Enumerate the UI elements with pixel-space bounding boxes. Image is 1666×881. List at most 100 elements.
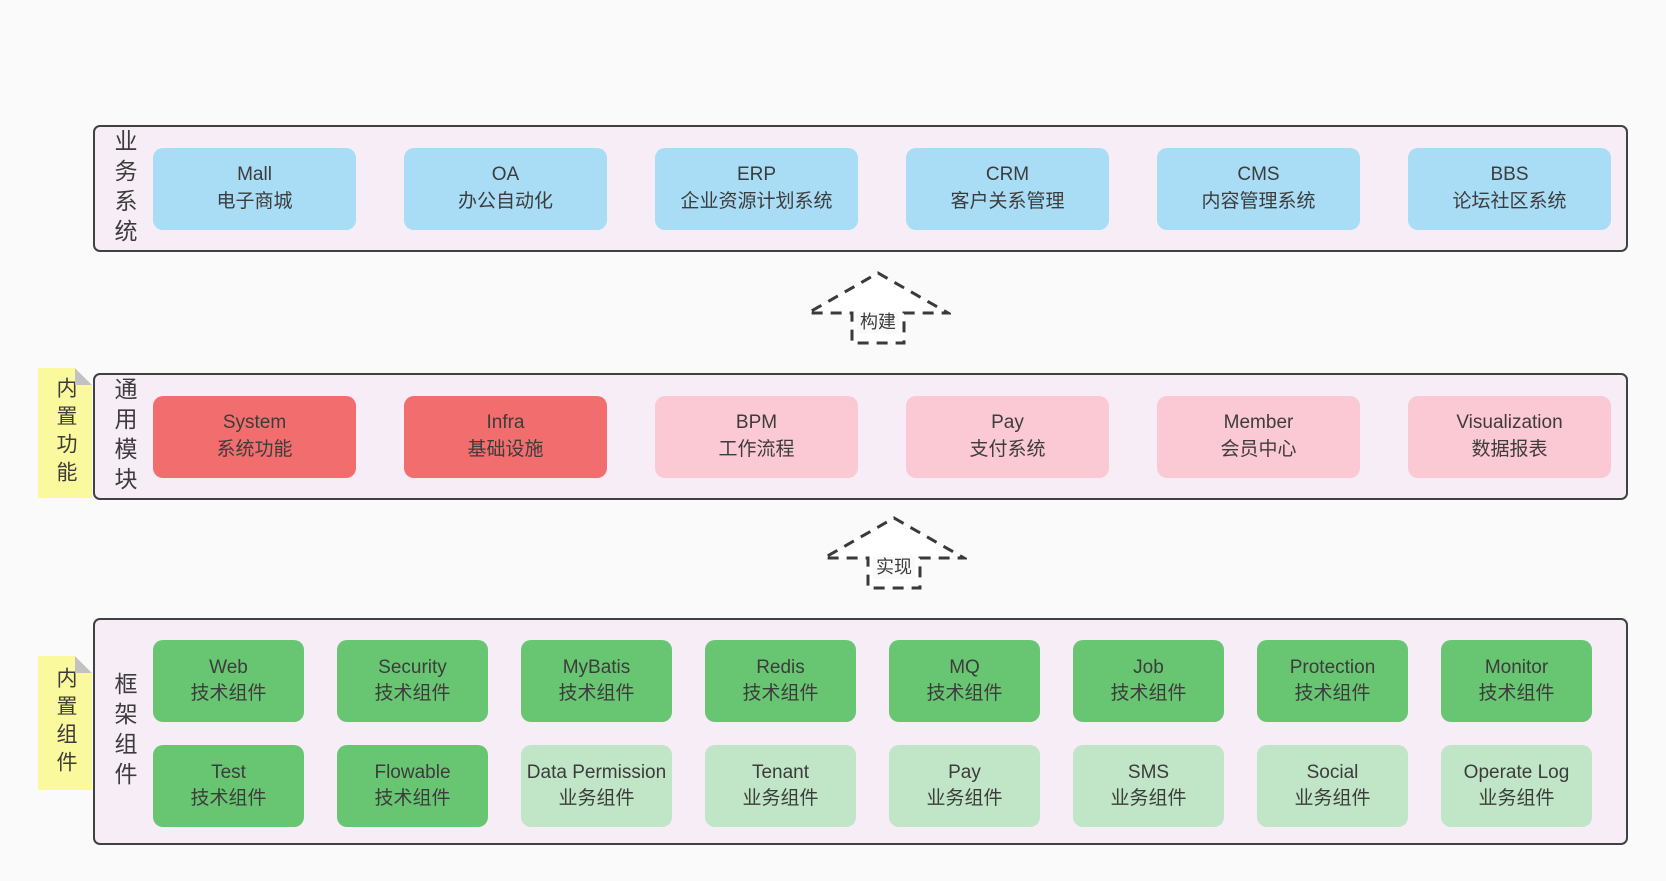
box-bpm: BPM 工作流程 — [655, 395, 858, 478]
box-flowable: Flowable 技术组件 — [337, 745, 488, 827]
box-title: Flowable — [374, 761, 451, 783]
box-social: Social 业务组件 — [1257, 745, 1408, 827]
box-pay-component: Pay 业务组件 — [889, 745, 1040, 827]
box-subtitle: 论坛社区系统 — [1452, 190, 1567, 212]
box-subtitle: 客户关系管理 — [950, 190, 1065, 212]
box-operate-log: Operate Log 业务组件 — [1441, 745, 1592, 827]
box-mybatis: MyBatis 技术组件 — [521, 640, 672, 722]
box-title: MQ — [949, 656, 980, 678]
box-title: Test — [211, 761, 246, 783]
box-subtitle: 内容管理系统 — [1201, 190, 1316, 212]
box-subtitle: 业务组件 — [1110, 788, 1187, 809]
box-title: Job — [1133, 656, 1164, 678]
box-title: Operate Log — [1463, 761, 1570, 783]
box-oa: OA 办公自动化 — [404, 147, 607, 230]
box-subtitle: 支付系统 — [969, 438, 1046, 460]
box-tenant: Tenant 业务组件 — [705, 745, 856, 827]
box-title: Security — [378, 656, 447, 678]
box-title: OA — [491, 164, 520, 186]
band-label-business-systems: 业务系统 — [111, 128, 137, 249]
box-mall: Mall 电子商城 — [153, 147, 356, 230]
box-title: Visualization — [1456, 412, 1563, 434]
box-data-permission: Data Permission 业务组件 — [521, 745, 672, 827]
box-visualization: Visualization 数据报表 — [1408, 395, 1611, 478]
box-title: Web — [209, 656, 248, 678]
box-title: SMS — [1127, 761, 1170, 783]
box-redis: Redis 技术组件 — [705, 640, 856, 722]
business-systems-boxes: Mall 电子商城 OA 办公自动化 ERP 企业资源计划系统 CRM 客户关系… — [153, 127, 1611, 250]
box-title: System — [222, 412, 287, 434]
sticky-note-label: 内置组件 — [54, 667, 77, 779]
box-subtitle: 技术组件 — [742, 683, 819, 704]
box-bbs: BBS 论坛社区系统 — [1408, 147, 1611, 230]
box-subtitle: 企业资源计划系统 — [680, 190, 833, 212]
box-subtitle: 技术组件 — [374, 683, 451, 704]
box-sms: SMS 业务组件 — [1073, 745, 1224, 827]
box-subtitle: 系统功能 — [216, 438, 293, 460]
box-subtitle: 办公自动化 — [457, 190, 553, 212]
box-subtitle: 会员中心 — [1220, 438, 1297, 460]
box-subtitle: 基础设施 — [467, 438, 544, 460]
band-business-systems: 业务系统 Mall 电子商城 OA 办公自动化 ERP 企业资源计划系统 CRM… — [93, 125, 1628, 252]
box-title: Monitor — [1484, 656, 1549, 678]
arrow-implement: 实现 — [821, 515, 967, 591]
band-label-common-modules: 通用模块 — [111, 376, 137, 497]
box-erp: ERP 企业资源计划系统 — [655, 147, 858, 230]
arrow-build-label: 构建 — [857, 312, 899, 334]
box-title: CRM — [985, 164, 1030, 186]
arrow-build: 构建 — [805, 270, 951, 346]
box-subtitle: 业务组件 — [926, 788, 1003, 809]
box-protection: Protection 技术组件 — [1257, 640, 1408, 722]
box-title: ERP — [736, 164, 777, 186]
band-label-framework-components: 框架组件 — [111, 671, 137, 792]
box-subtitle: 技术组件 — [190, 683, 267, 704]
box-title: BBS — [1490, 164, 1529, 186]
band-framework-components: 框架组件 Web 技术组件 Security 技术组件 MyBatis 技术组件… — [93, 618, 1628, 845]
box-title: Tenant — [751, 761, 810, 783]
box-title: Redis — [756, 656, 805, 678]
box-infra: Infra 基础设施 — [404, 395, 607, 478]
box-title: MyBatis — [562, 656, 631, 678]
up-arrow-icon — [805, 271, 951, 345]
box-subtitle: 业务组件 — [742, 788, 819, 809]
box-subtitle: 业务组件 — [1294, 788, 1371, 809]
box-member: Member 会员中心 — [1157, 395, 1360, 478]
sticky-note-label: 内置功能 — [54, 377, 77, 489]
box-test: Test 技术组件 — [153, 745, 304, 827]
sticky-note-builtin-components: 内置组件 — [38, 656, 92, 790]
box-subtitle: 技术组件 — [190, 788, 267, 809]
box-title: Data Permission — [526, 761, 667, 783]
sticky-note-builtin-features: 内置功能 — [38, 368, 92, 498]
box-subtitle: 技术组件 — [926, 683, 1003, 704]
components-row-2: Test 技术组件 Flowable 技术组件 Data Permission … — [153, 745, 1592, 827]
box-title: Mall — [237, 164, 272, 186]
box-subtitle: 业务组件 — [1478, 788, 1555, 809]
box-mq: MQ 技术组件 — [889, 640, 1040, 722]
box-subtitle: 技术组件 — [1294, 683, 1371, 704]
box-job: Job 技术组件 — [1073, 640, 1224, 722]
box-cms: CMS 内容管理系统 — [1157, 147, 1360, 230]
band-common-modules: 通用模块 System 系统功能 Infra 基础设施 BPM 工作流程 Pay… — [93, 373, 1628, 500]
box-title: CMS — [1237, 164, 1280, 186]
box-security: Security 技术组件 — [337, 640, 488, 722]
box-title: Pay — [948, 761, 981, 783]
arrow-implement-label: 实现 — [873, 557, 915, 579]
box-title: BPM — [735, 412, 778, 434]
framework-components-rows: Web 技术组件 Security 技术组件 MyBatis 技术组件 Redi… — [153, 640, 1592, 827]
box-title: Infra — [486, 412, 525, 434]
box-crm: CRM 客户关系管理 — [906, 147, 1109, 230]
box-subtitle: 技术组件 — [558, 683, 635, 704]
box-title: Protection — [1289, 656, 1376, 678]
box-subtitle: 工作流程 — [718, 438, 795, 460]
common-modules-boxes: System 系统功能 Infra 基础设施 BPM 工作流程 Pay 支付系统… — [153, 375, 1611, 498]
box-subtitle: 技术组件 — [1110, 683, 1187, 704]
box-subtitle: 数据报表 — [1471, 438, 1548, 460]
box-subtitle: 业务组件 — [558, 788, 635, 809]
box-subtitle: 技术组件 — [1478, 683, 1555, 704]
box-monitor: Monitor 技术组件 — [1441, 640, 1592, 722]
box-title: Member — [1223, 412, 1294, 434]
up-arrow-icon — [821, 516, 967, 590]
box-pay-module: Pay 支付系统 — [906, 395, 1109, 478]
box-system: System 系统功能 — [153, 395, 356, 478]
components-row-1: Web 技术组件 Security 技术组件 MyBatis 技术组件 Redi… — [153, 640, 1592, 722]
